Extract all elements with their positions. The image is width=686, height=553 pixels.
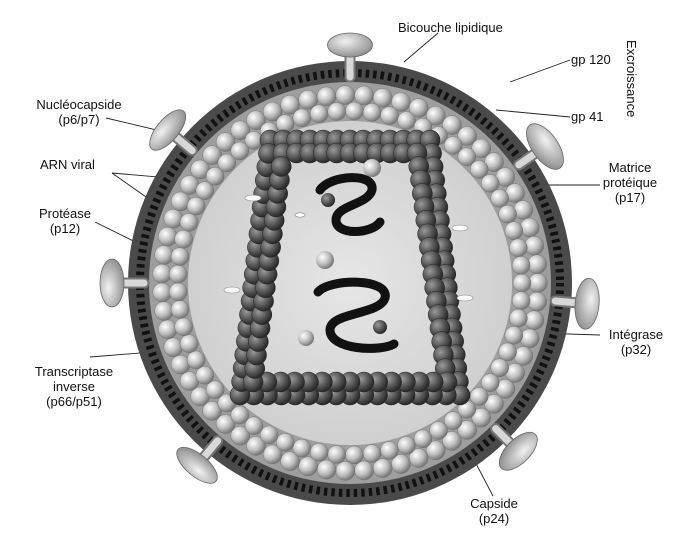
spike [490, 423, 538, 471]
free-proteins [223, 159, 474, 346]
label-capside: Capside(p24) [470, 496, 518, 526]
label-gp41: gp 41 [571, 109, 604, 124]
spike [99, 258, 150, 308]
label-integrase: Intégrase(p32) [608, 327, 664, 357]
label-gp120: gp 120 [571, 52, 611, 67]
spike [176, 435, 224, 484]
envelope-spikes [99, 32, 600, 484]
spike [327, 32, 373, 83]
spike [513, 123, 564, 171]
spike [149, 109, 198, 157]
viral-rna [313, 173, 399, 353]
matrix-proteins [152, 85, 548, 481]
label-bicouche-lipidique: Bicouche lipidique [398, 20, 503, 35]
capsid-cone [229, 129, 471, 406]
label-nucleocapside: Nucléocapside(p6/p7) [36, 97, 122, 127]
label-protease: Protéase(p12) [38, 206, 92, 236]
label-excroissance: Excroissance [624, 40, 639, 118]
spike [549, 277, 600, 330]
label-arn-viral: ARN viral [40, 157, 95, 172]
lipid-dots [136, 69, 564, 497]
integrase-protein [373, 320, 387, 334]
